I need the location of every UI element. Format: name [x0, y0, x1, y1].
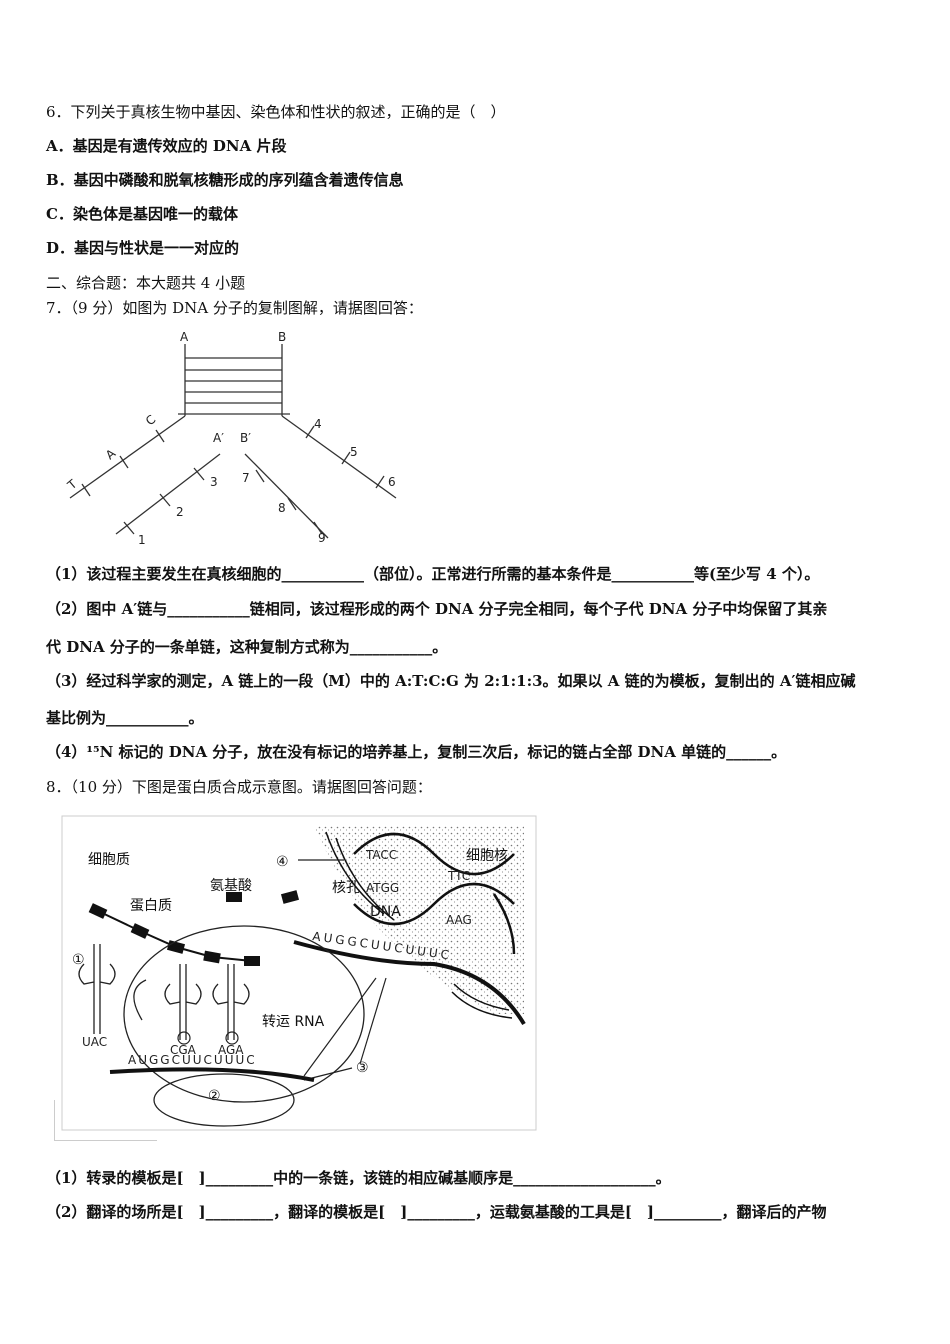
label-nucleus: 细胞核 [466, 848, 508, 864]
q7-stem: 7．（9 分）如图为 DNA 分子的复制图解，请据图回答： [46, 299, 423, 317]
label-a: A [180, 330, 189, 344]
dna-bases-3: TTC [447, 869, 470, 883]
label-circle-4: ④ [276, 854, 289, 870]
figure-corner-border [54, 1100, 157, 1141]
q7-sub2a: （2）图中 A′链与___________链相同，该过程形成的两个 DNA 分子… [46, 600, 828, 618]
label-1: 1 [138, 533, 146, 547]
dna-bases-1: TACC [365, 848, 397, 862]
label-3: 3 [210, 475, 218, 489]
anticodon-1: UAC [82, 1035, 107, 1049]
label-a-prime: A′ [213, 431, 224, 445]
label-circle-2: ② [208, 1088, 221, 1104]
q7-sub3b: 基比例为___________。 [46, 709, 204, 727]
dna-replication-figure: A B A′ B′ C A T 3 2 1 4 5 6 7 8 9 [64, 330, 397, 547]
q7-sub3a: （3）经过科学家的测定，A 链上的一段（M）中的 A:T:C:G 为 2:1:1… [46, 672, 856, 690]
label-a-side: A [103, 446, 119, 463]
q6-option-a: A．基因是有遗传效应的 DNA 片段 [46, 137, 287, 155]
anticodon-2: CGA [170, 1043, 197, 1057]
label-4: 4 [314, 417, 322, 431]
label-circle-1: ① [72, 952, 85, 968]
q6-option-d: D．基因与性状是一一对应的 [46, 239, 240, 257]
section-heading: 二、综合题：本大题共 4 小题 [46, 274, 246, 292]
q8-stem: 8．（10 分）下图是蛋白质合成示意图。请据图回答问题： [46, 778, 432, 796]
label-2: 2 [176, 505, 184, 519]
q8-sub2: （2）翻译的场所是[ ]_________，翻译的模板是[ ]_________… [46, 1203, 827, 1221]
label-7: 7 [242, 471, 250, 485]
q6-stem: 6．下列关于真核生物中基因、染色体和性状的叙述，正确的是（ ） [46, 103, 506, 121]
label-b: B [278, 330, 286, 344]
label-trna: 转运 RNA [262, 1014, 325, 1030]
label-cytoplasm: 细胞质 [88, 852, 130, 868]
label-amino-acid: 氨基酸 [210, 877, 252, 894]
label-9: 9 [318, 531, 326, 545]
label-nuclear-pore: 核孔 [332, 880, 360, 896]
label-6: 6 [388, 475, 396, 489]
q7-sub4: （4）¹⁵N 标记的 DNA 分子，放在没有标记的培养基上，复制三次后，标记的链… [46, 743, 787, 761]
label-5: 5 [350, 445, 358, 459]
anticodon-3: AGA [218, 1043, 244, 1057]
label-b-prime: B′ [240, 431, 251, 445]
label-protein: 蛋白质 [130, 898, 172, 914]
q6-option-c: C．染色体是基因唯一的载体 [46, 205, 238, 223]
q8-sub1: （1）转录的模板是[ ]_________中的一条链，该链的相应碱基顺序是___… [46, 1169, 671, 1187]
label-c: C [143, 412, 158, 428]
label-circle-3: ③ [356, 1060, 369, 1076]
q7-sub1: （1）该过程主要发生在真核细胞的___________（部位）。正常进行所需的基… [46, 565, 820, 583]
q7-sub2b: 代 DNA 分子的一条单链，这种复制方式称为___________。 [46, 638, 448, 656]
dna-bases-2: ATGG [366, 881, 399, 895]
q6-option-b: B．基因中磷酸和脱氧核糖形成的序列蕴含着遗传信息 [46, 171, 404, 189]
label-t-side: T [64, 476, 80, 493]
label-dna: DNA [370, 904, 401, 920]
mrna-bottom-sequence: AUGGCUUCUUUC [128, 1053, 257, 1067]
label-8: 8 [278, 501, 286, 515]
dna-bases-4: AAG [446, 913, 472, 927]
protein-synthesis-figure: TACC ATGG TTC AAG 细胞质 细胞核 氨基酸 蛋白质 核孔 DNA… [61, 815, 537, 1131]
